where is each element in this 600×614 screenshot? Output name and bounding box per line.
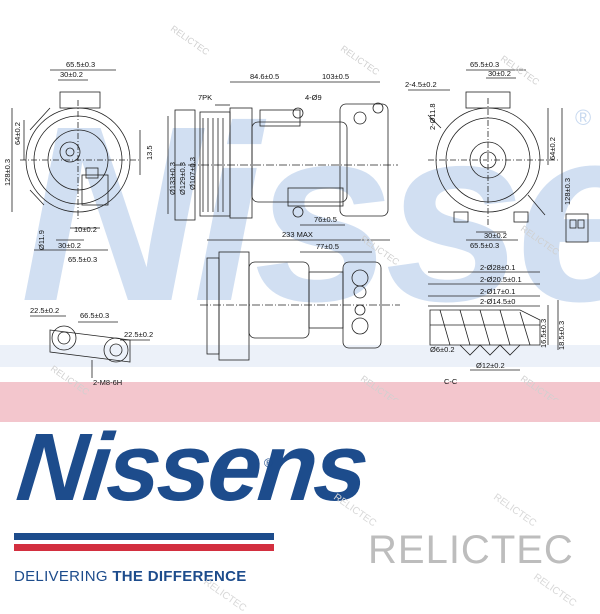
watermark-relictec-8: RELICTEC (519, 373, 562, 400)
dim-d133: Ø133±0.3 (168, 162, 177, 195)
dim-22-5-a: 22.5±0.2 (30, 306, 59, 315)
dim-233-max: 233 MAX (282, 230, 313, 239)
front-view-right (408, 69, 589, 243)
dim-d129: Ø129±0.3 (178, 162, 187, 195)
brand-stripe-blue (14, 533, 274, 540)
dim-2-d11-8: 2-Ø11.8 (428, 103, 437, 130)
dim-2-d28: 2-Ø28±0.1 (480, 263, 515, 272)
watermark-reg: ® (575, 105, 591, 130)
dim-103: 103±0.5 (322, 72, 349, 81)
front-view-left (11, 69, 141, 251)
watermark-light-band (0, 345, 600, 367)
dim-d12: Ø12±0.2 (476, 361, 505, 370)
dim-7pk: 7PK (198, 93, 212, 102)
dim-30-bottom-left: 30±0.2 (58, 241, 81, 250)
dim-76: 76±0.5 (314, 215, 337, 224)
tagline-plain: DELIVERING (14, 568, 113, 585)
watermark-relictec-10: RELICTEC (491, 491, 539, 530)
watermark-relictec-12: RELICTEC (531, 571, 579, 610)
tagline-bold: THE DIFFERENCE (112, 568, 247, 585)
product-image: Nissens ® (0, 23, 600, 614)
dim-10: 10±0.2 (74, 225, 97, 234)
dim-30-left: 30±0.2 (60, 70, 83, 79)
dim-2-4-5: 2-4.5±0.2 (405, 80, 437, 89)
dim-64-left: 64±0.2 (13, 122, 22, 145)
technical-drawing: Nissens ® (0, 23, 600, 400)
side-view-bottom (200, 239, 400, 361)
relictec-logo: RELICTEC (368, 528, 574, 572)
dim-2-d17: 2-Ø17±0.1 (480, 287, 515, 296)
brand-stripe-red (14, 544, 274, 551)
dim-65-5-bottom-right: 65.5±0.3 (470, 241, 499, 250)
section-label-cc: C-C (444, 377, 458, 386)
dim-13-5: 13.5 (145, 145, 154, 160)
dim-2-m8: 2-M8-6H (93, 378, 122, 387)
watermark-relictec-6: RELICTEC (49, 363, 92, 397)
dim-4-d9: 4-Ø9 (305, 93, 322, 102)
dim-2-d14-5: 2-Ø14.5±0 (480, 297, 515, 306)
dim-d6: Ø6±0.2 (430, 345, 455, 354)
dim-d11-9: Ø11.9 (37, 230, 46, 250)
section-cc (428, 271, 559, 371)
dim-65-5-left: 65.5±0.3 (66, 60, 95, 69)
watermark-relictec-1: RELICTEC (169, 23, 212, 57)
dim-65-5-bottom-left: 65.5±0.3 (68, 255, 97, 264)
mount-bracket (30, 315, 150, 378)
dim-d107: Ø107±0.3 (188, 157, 197, 190)
dim-18-5: 18.5±0.3 (557, 321, 566, 350)
side-view-top (167, 81, 398, 226)
dim-66-5: 66.5±0.3 (80, 311, 109, 320)
dim-22-5-b: 22.5±0.2 (124, 330, 153, 339)
dim-84-6: 84.6±0.5 (250, 72, 279, 81)
pink-band (0, 382, 600, 422)
dim-2-d20-5: 2-Ø20.5±0.1 (480, 275, 522, 284)
brand-tagline: DELIVERING THE DIFFERENCE (14, 568, 247, 585)
dim-30-right: 30±0.2 (488, 69, 511, 78)
dim-128-right: 128±0.3 (563, 178, 572, 205)
watermark-relictec-7: RELICTEC (359, 373, 402, 400)
dim-77: 77±0.5 (316, 242, 339, 251)
dim-65-5-right: 65.5±0.3 (470, 60, 499, 69)
brand-logo-nissens: Nissens (12, 414, 371, 521)
dim-128-left: 128±0.3 (3, 159, 12, 186)
dim-30-bottom-right: 30±0.2 (484, 231, 507, 240)
brand-registered-mark: ® (264, 456, 273, 470)
dim-64-right: 64±0.2 (548, 137, 557, 160)
dim-16-5: 16.5±0.3 (539, 319, 548, 348)
